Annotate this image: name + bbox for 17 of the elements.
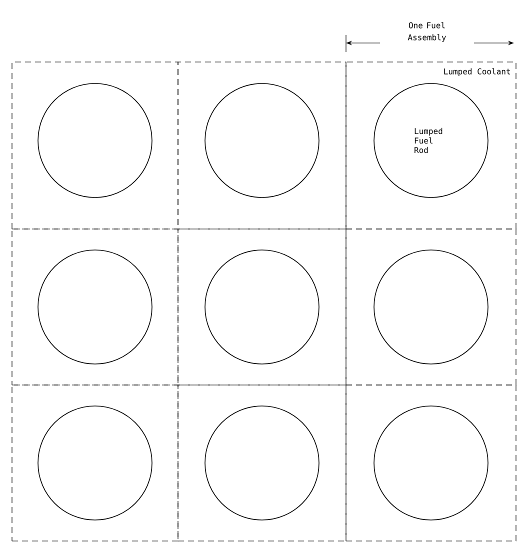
fuel-rod-circle (374, 406, 488, 520)
coolant-cell (12, 62, 178, 230)
dimension-label: One Fuel Assembly (408, 22, 446, 42)
coolant-cell (12, 384, 178, 542)
coolant-cell (178, 228, 346, 386)
fuel-rod-circle (204, 83, 320, 198)
coolant-cell (12, 228, 178, 386)
coolant-cell (346, 384, 516, 542)
fuel-rod-circle (204, 250, 320, 364)
coolant-cell (346, 228, 516, 386)
fuel-rod-circle (38, 250, 152, 364)
coolant-cell (178, 384, 346, 542)
fuel-rod-circle (38, 406, 152, 520)
coolant-cell (178, 62, 346, 230)
fuel-rod-circle (38, 83, 152, 198)
fuel-rod-circle (374, 250, 488, 364)
fuel-rod-circle (204, 406, 320, 520)
